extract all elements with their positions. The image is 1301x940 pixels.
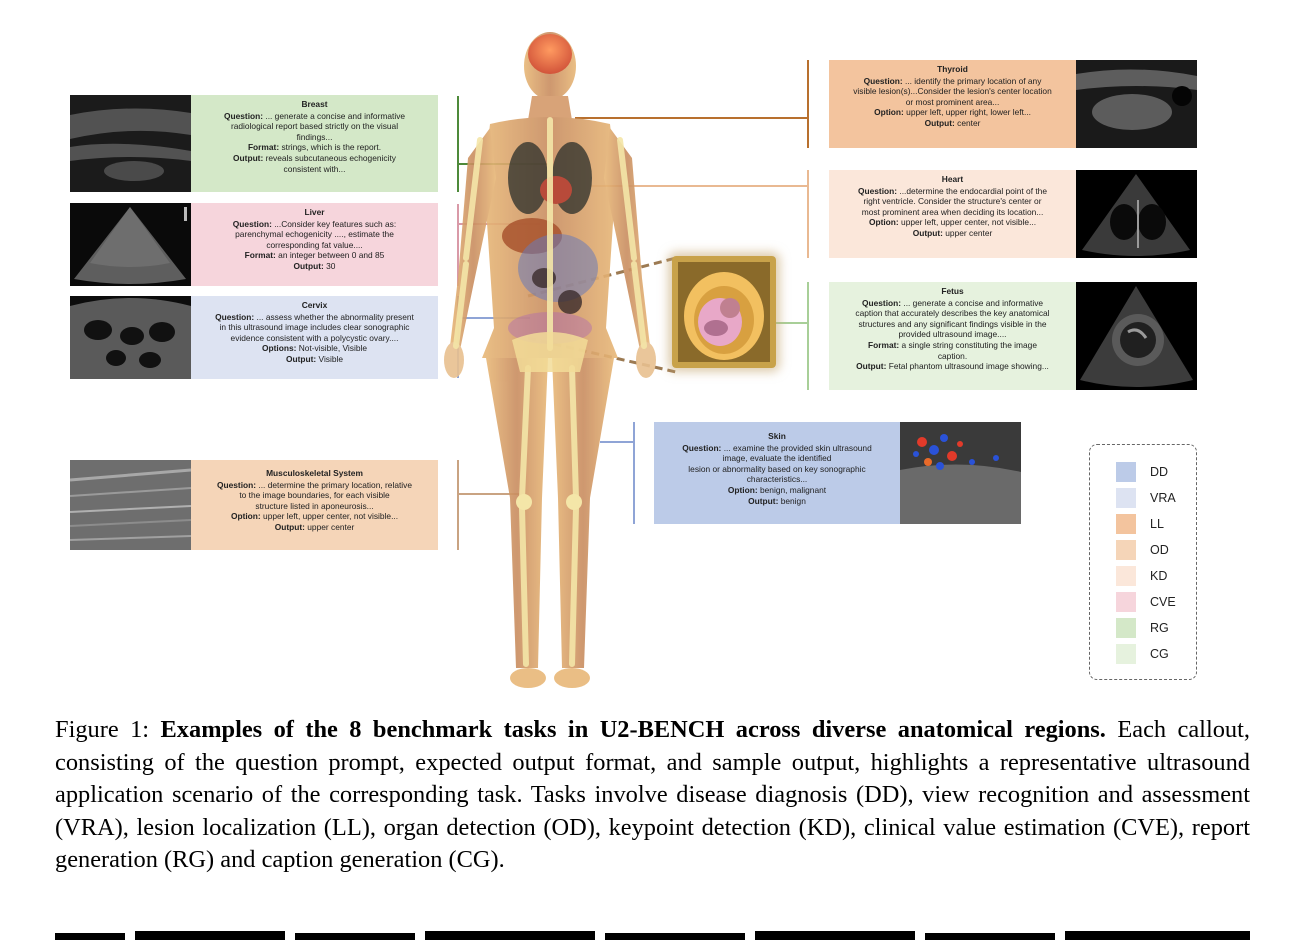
figure-caption: Figure 1: Examples of the 8 benchmark ta… — [55, 714, 1250, 877]
legend-item-vra: VRA — [1116, 488, 1176, 508]
legend-label: LL — [1150, 517, 1164, 531]
legend-item-kd: KD — [1116, 566, 1167, 586]
breast-text-box: Breast Question: ... generate a concise … — [191, 95, 438, 192]
heart-text-box: Heart Question: ...determine the endocar… — [829, 170, 1076, 258]
legend-item-ll: LL — [1116, 514, 1164, 534]
callout-heart: Heart Question: ...determine the endocar… — [829, 170, 1197, 258]
legend-item-dd: DD — [1116, 462, 1168, 482]
callout-skin: Skin Question: ... examine the provided … — [654, 422, 1021, 524]
cervix-title: Cervix — [301, 300, 328, 310]
callout-fetus: Fetus Question: ... generate a concise a… — [829, 282, 1197, 390]
fetus-text-box: Fetus Question: ... generate a concise a… — [829, 282, 1076, 390]
callout-liver: Liver Question: ...Consider key features… — [70, 203, 438, 286]
human-body-illustration — [444, 32, 656, 688]
legend-label: CG — [1150, 647, 1169, 661]
legend-label: CVE — [1150, 595, 1176, 609]
fetus-ultrasound-image — [1076, 282, 1197, 390]
legend-swatch — [1116, 618, 1136, 638]
breast-ultrasound-image — [70, 95, 191, 192]
callout-thyroid: Thyroid Question: ... identify the prima… — [829, 60, 1197, 148]
fetus-inset-image — [672, 256, 776, 368]
musculoskeletal-text-box: Musculoskeletal System Question: ... det… — [191, 460, 438, 550]
skin-text-box: Skin Question: ... examine the provided … — [654, 422, 900, 524]
liver-text-box: Liver Question: ...Consider key features… — [191, 203, 438, 286]
figure-1: Breast Question: ... generate a concise … — [70, 32, 1197, 688]
liver-title: Liver — [304, 207, 325, 217]
legend-label: VRA — [1150, 491, 1176, 505]
skin-ultrasound-image — [900, 422, 1021, 524]
legend-swatch — [1116, 592, 1136, 612]
callout-cervix: Cervix Question: ... assess whether the … — [70, 296, 438, 379]
legend-swatch — [1116, 462, 1136, 482]
legend-label: RG — [1150, 621, 1169, 635]
clipped-body-text — [55, 925, 1250, 940]
legend-swatch — [1116, 514, 1136, 534]
fetus-title: Fetus — [941, 286, 964, 296]
legend-swatch — [1116, 488, 1136, 508]
musculoskeletal-title: Musculoskeletal System — [266, 468, 363, 478]
skin-title: Skin — [768, 431, 786, 441]
heart-ultrasound-image — [1076, 170, 1197, 258]
caption-body: Each callout, consisting of the question… — [55, 716, 1250, 873]
caption-prefix: Figure 1: — [55, 716, 161, 743]
legend-label: KD — [1150, 569, 1168, 583]
breast-title: Breast — [301, 99, 328, 109]
legend-item-rg: RG — [1116, 618, 1169, 638]
legend-swatch — [1116, 644, 1136, 664]
callout-breast: Breast Question: ... generate a concise … — [70, 95, 438, 192]
heart-title: Heart — [941, 174, 964, 184]
callout-musculoskeletal: Musculoskeletal System Question: ... det… — [70, 460, 438, 550]
legend-swatch — [1116, 540, 1136, 560]
legend-item-cve: CVE — [1116, 592, 1176, 612]
caption-bold: Examples of the 8 benchmark tasks in U2-… — [160, 716, 1106, 743]
legend-label: DD — [1150, 465, 1169, 479]
thyroid-title: Thyroid — [937, 64, 968, 74]
legend-item-cg: CG — [1116, 644, 1169, 664]
cervix-text-box: Cervix Question: ... assess whether the … — [191, 296, 438, 379]
legend-label: OD — [1150, 543, 1169, 557]
liver-ultrasound-image — [70, 203, 191, 286]
task-legend: DD VRA LL OD KD CVE RG CG — [1089, 444, 1197, 680]
legend-swatch — [1116, 566, 1136, 586]
musculoskeletal-ultrasound-image — [70, 460, 191, 550]
cervix-ultrasound-image — [70, 296, 191, 379]
thyroid-ultrasound-image — [1076, 60, 1197, 148]
thyroid-text-box: Thyroid Question: ... identify the prima… — [829, 60, 1076, 148]
legend-item-od: OD — [1116, 540, 1169, 560]
